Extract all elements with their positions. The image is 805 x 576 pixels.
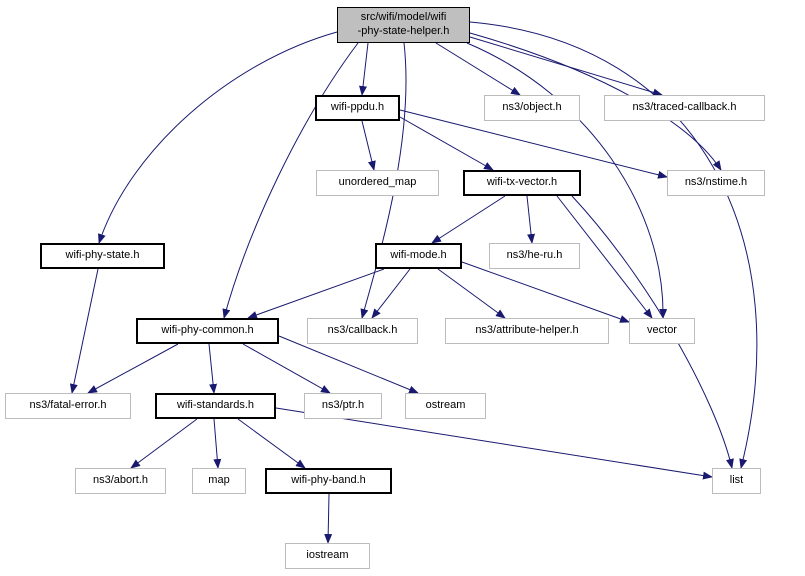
- node-vector: vector: [629, 318, 695, 344]
- node-phystate[interactable]: wifi-phy-state.h: [40, 243, 165, 269]
- edge-mode-common: [247, 268, 385, 319]
- node-mode[interactable]: wifi-mode.h: [375, 243, 462, 269]
- edge-common-ptr: [242, 343, 331, 394]
- node-object: ns3/object.h: [484, 95, 580, 121]
- node-txvector[interactable]: wifi-tx-vector.h: [463, 170, 581, 196]
- node-ptr: ns3/ptr.h: [304, 393, 382, 419]
- edge-mode-attrhelper: [437, 268, 506, 319]
- edge-txvector-mode: [431, 195, 506, 244]
- edge-phystate-fatalerror: [69, 268, 99, 394]
- node-ostream: ostream: [405, 393, 486, 419]
- edge-mode-callback: [371, 268, 411, 319]
- edge-ppdu-nstime: [399, 109, 668, 179]
- node-attrhelper: ns3/attribute-helper.h: [445, 318, 609, 344]
- node-callback: ns3/callback.h: [307, 318, 418, 344]
- edge-ppdu-txvector: [399, 116, 494, 171]
- edge-main-list: [469, 21, 758, 469]
- edge-mode-vector: [461, 261, 630, 323]
- edge-common-fatalerror: [87, 343, 179, 394]
- edge-txvector-vector: [556, 195, 653, 319]
- edge-main-ppdu: [359, 42, 369, 96]
- node-tracedcb: ns3/traced-callback.h: [604, 95, 765, 121]
- node-phyband[interactable]: wifi-phy-band.h: [265, 468, 392, 494]
- edge-main-common: [222, 42, 359, 319]
- edge-common-ostream: [278, 335, 419, 394]
- node-heru: ns3/he-ru.h: [489, 243, 580, 269]
- edge-main-object: [435, 42, 521, 96]
- node-list: list: [712, 468, 761, 494]
- node-fatalerror: ns3/fatal-error.h: [5, 393, 131, 419]
- edge-standards-map: [213, 418, 222, 469]
- edge-phyband-iostream: [324, 493, 333, 544]
- edge-standards-abort: [130, 418, 198, 469]
- node-common[interactable]: wifi-phy-common.h: [136, 318, 279, 344]
- edge-ppdu-unordered_map: [361, 120, 376, 171]
- edge-main-phystate: [98, 31, 338, 244]
- edge-common-standards: [208, 343, 218, 394]
- node-standards[interactable]: wifi-standards.h: [155, 393, 276, 419]
- node-main: src/wifi/model/wifi -phy-state-helper.h: [337, 7, 470, 43]
- edge-txvector-heru: [526, 195, 536, 244]
- node-map: map: [192, 468, 246, 494]
- edge-standards-phyband: [237, 418, 306, 469]
- edge-main-vector: [466, 42, 668, 319]
- node-abort: ns3/abort.h: [75, 468, 166, 494]
- node-unordered_map: unordered_map: [316, 170, 439, 196]
- node-iostream: iostream: [285, 543, 370, 569]
- node-ppdu[interactable]: wifi-ppdu.h: [315, 95, 400, 121]
- edge-standards-list: [275, 407, 713, 480]
- node-nstime: ns3/nstime.h: [667, 170, 765, 196]
